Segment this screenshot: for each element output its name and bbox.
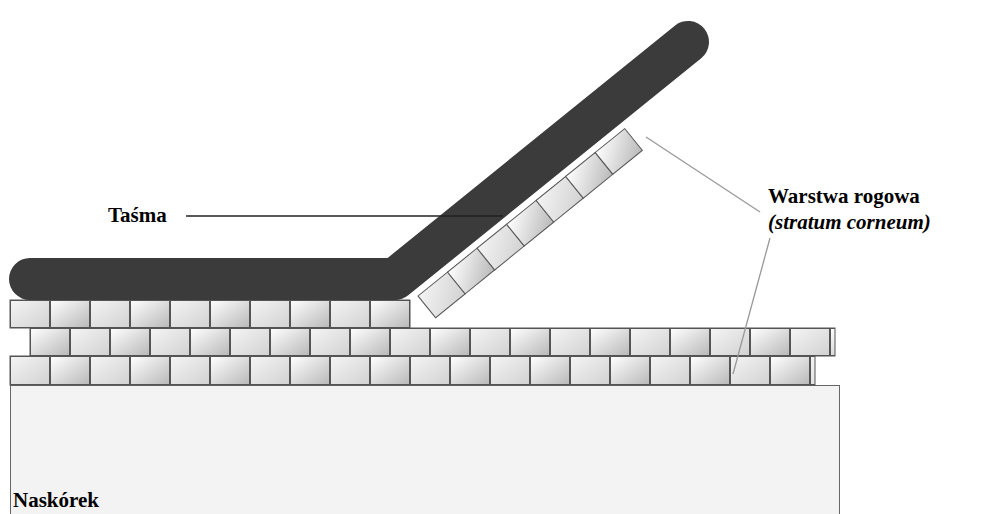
leader-line (733, 238, 770, 374)
part-label: (stratum corneum) (768, 210, 931, 235)
leader-line (646, 137, 760, 212)
part-label: Taśma (108, 203, 167, 228)
adhesive-tape (30, 42, 688, 279)
node-label: Naskórek (13, 488, 99, 513)
cell-row (10, 356, 815, 385)
leader-line (186, 215, 503, 217)
epidermis-block: Naskórek (10, 385, 840, 514)
part-label: Warstwa rogowa (768, 184, 920, 209)
cell-row (30, 328, 835, 356)
cell-row (10, 300, 410, 328)
